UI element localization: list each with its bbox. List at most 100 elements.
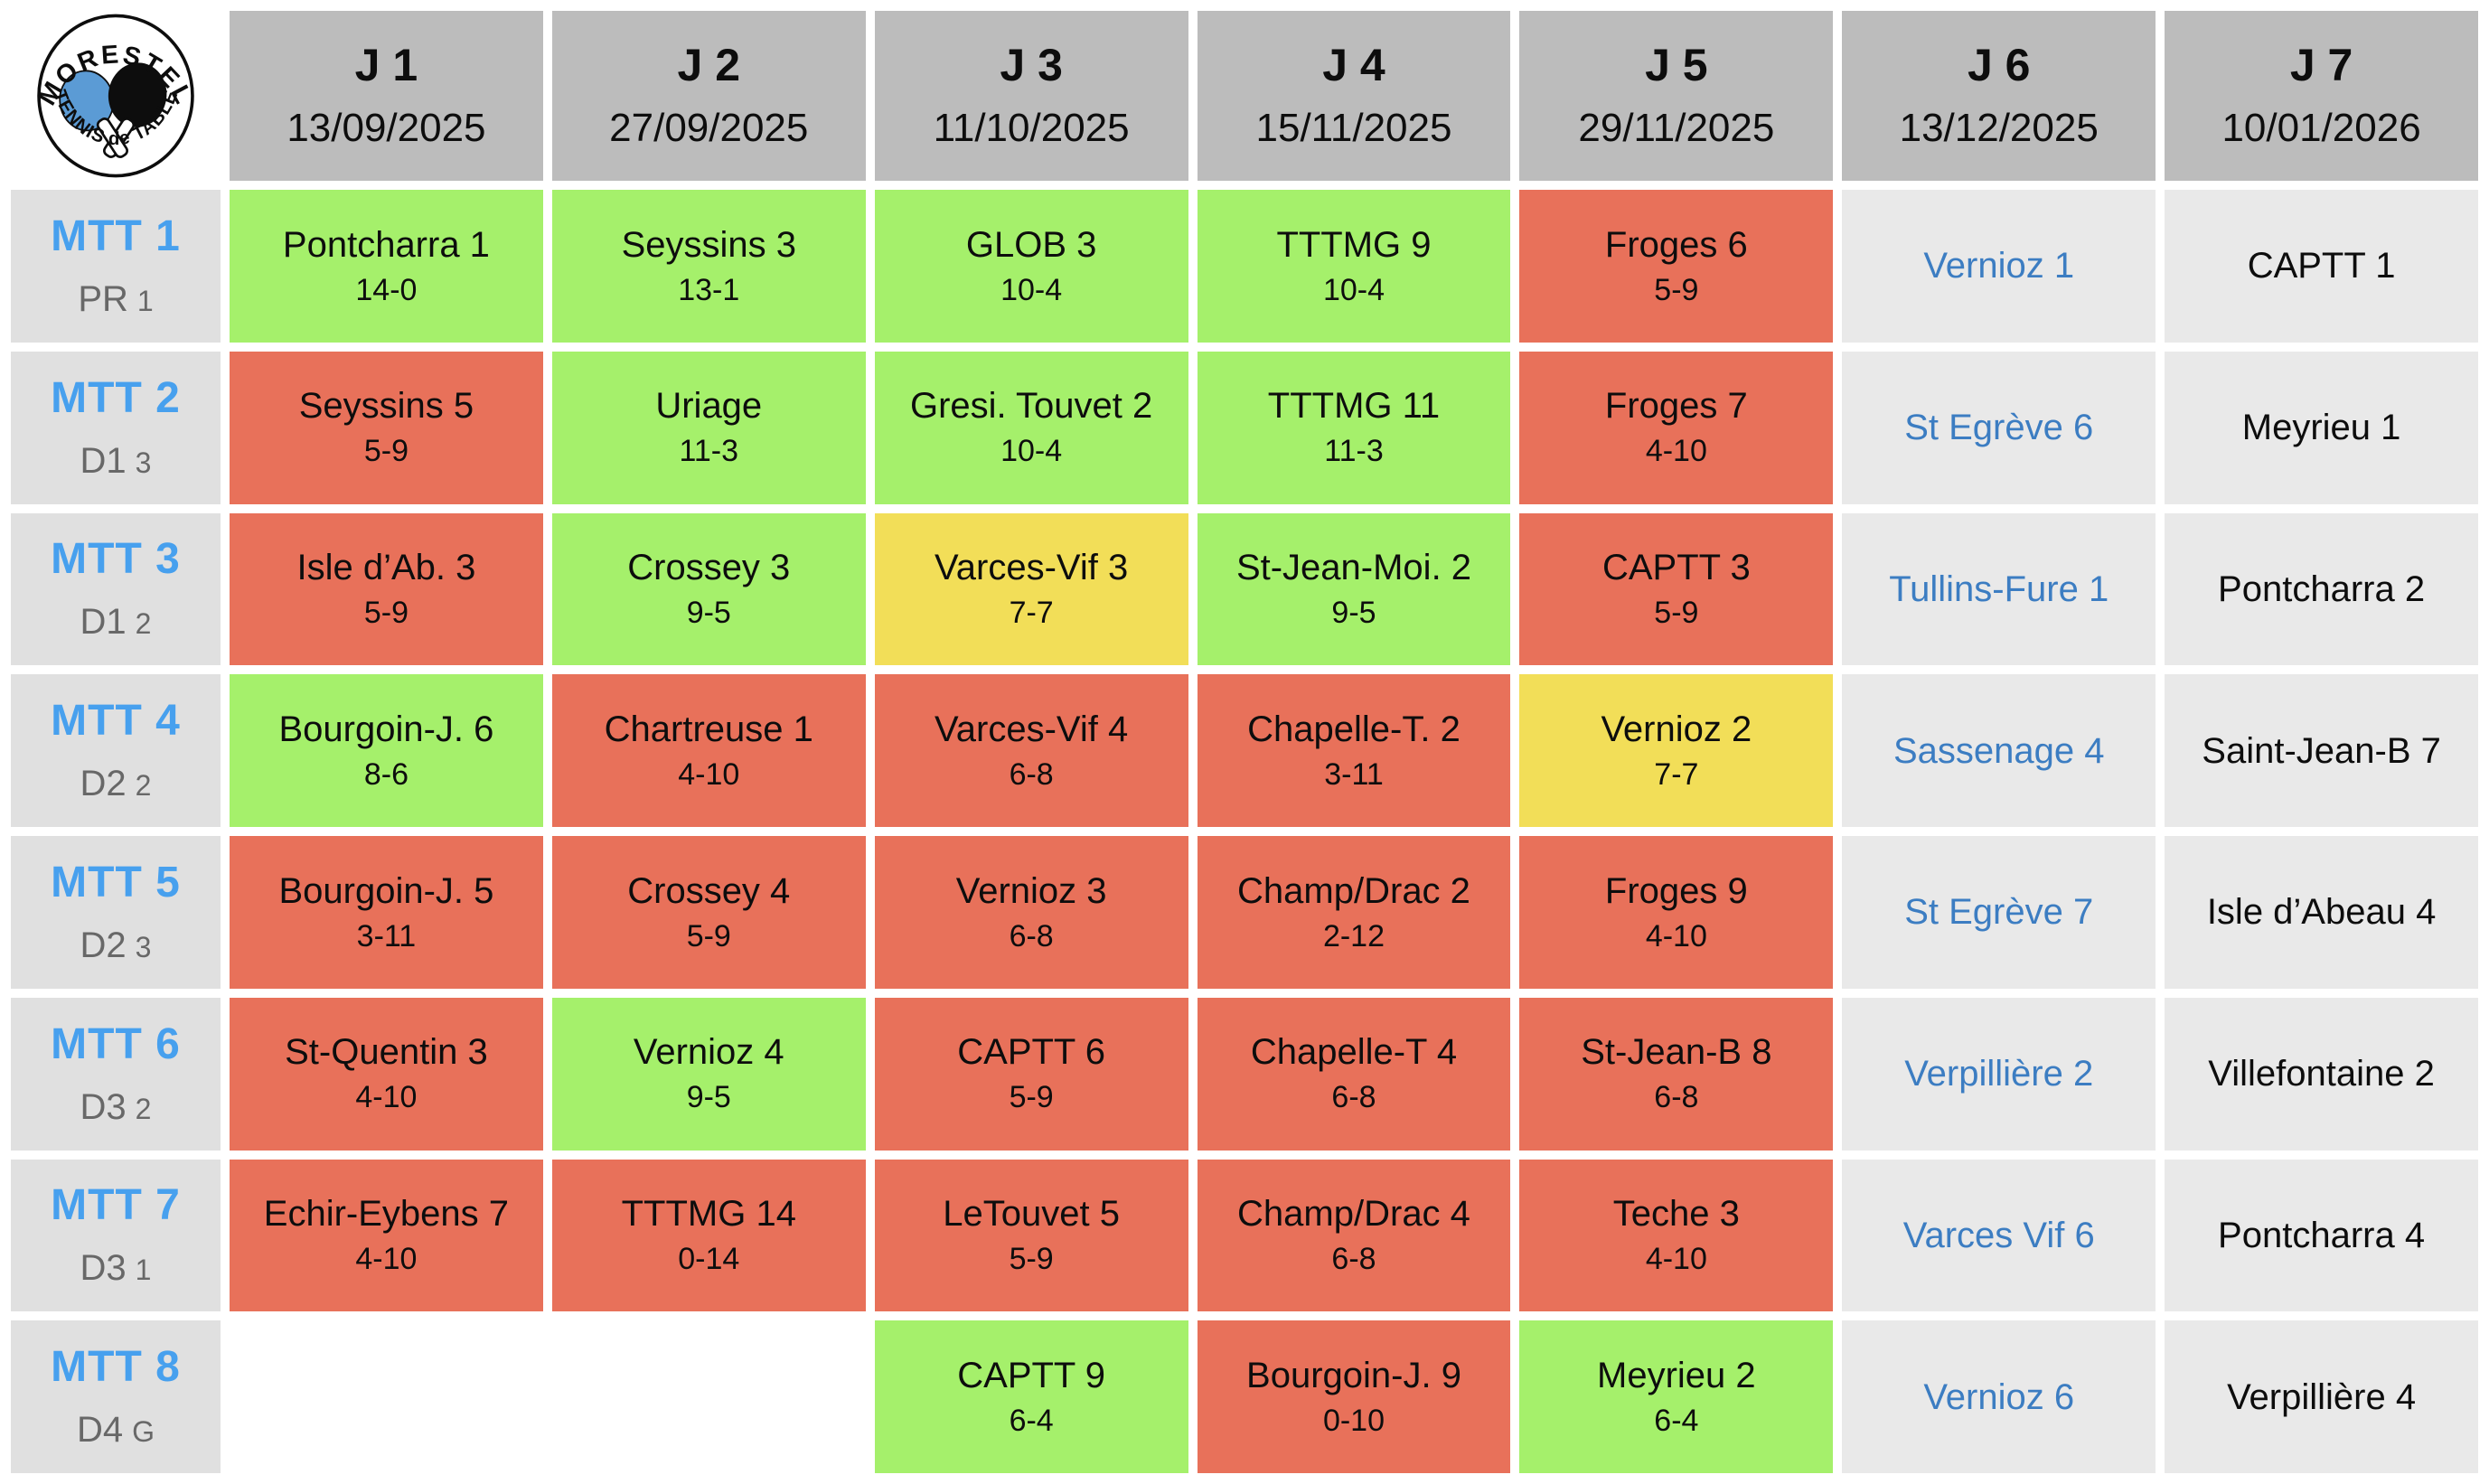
match-score: 2-12 — [1322, 918, 1385, 953]
match-score: 10-4 — [1000, 434, 1063, 469]
opponent-name: Chapelle-T 4 — [1250, 1032, 1458, 1073]
match-score: 7-7 — [1654, 756, 1699, 792]
match-score: 4-10 — [678, 756, 740, 792]
future-opponent-name: CAPTT 1 — [2247, 246, 2396, 286]
future-cell-j6: St Egrève 7 — [1842, 836, 2156, 989]
opponent-name: Isle d’Ab. 3 — [296, 548, 476, 588]
journey-label: J 5 — [1645, 40, 1708, 91]
opponent-name: CAPTT 9 — [957, 1355, 1105, 1395]
match-score: 5-9 — [363, 596, 409, 631]
opponent-name: Echir-Eybens 7 — [263, 1194, 510, 1235]
division-group: 2 — [135, 769, 152, 803]
opponent-name: Crossey 4 — [627, 870, 791, 911]
team-name: MTT 1 — [51, 211, 181, 260]
opponent-name: Champ/Drac 2 — [1237, 870, 1470, 911]
match-score: 5-9 — [1654, 596, 1699, 631]
opponent-name: GLOB 3 — [965, 224, 1097, 265]
opponent-name: Bourgoin-J. 6 — [278, 709, 494, 749]
future-cell-j6: Varces Vif 6 — [1842, 1159, 2156, 1312]
journey-label: J 4 — [1322, 40, 1385, 91]
result-cell-loss: Chartreuse 1 4-10 — [551, 674, 866, 827]
match-score: 9-5 — [1331, 596, 1376, 631]
blue-paddle-handle-icon — [96, 117, 128, 158]
result-cell-empty — [552, 1320, 866, 1473]
future-opponent-name: Vernioz 1 — [1923, 246, 2075, 286]
match-score: 5-9 — [686, 918, 731, 953]
team-name: MTT 3 — [51, 535, 181, 584]
division-name: D1 — [80, 602, 127, 643]
match-score: 10-4 — [1000, 272, 1063, 307]
future-cell-j7: Verpillière 4 — [2165, 1320, 2478, 1473]
match-score: 7-7 — [1009, 596, 1054, 631]
division-group: 2 — [135, 607, 152, 641]
match-score: 5-9 — [1009, 1242, 1054, 1277]
match-score: 3-11 — [1324, 756, 1384, 792]
match-score: 5-9 — [1009, 1080, 1054, 1115]
match-score: 8-6 — [363, 756, 409, 792]
journey-label: J 2 — [677, 40, 741, 91]
header-cell-j4: J 4 15/11/2025 — [1197, 11, 1511, 181]
opponent-name: Vernioz 2 — [1601, 709, 1752, 749]
match-score: 0-14 — [678, 1242, 740, 1277]
match-score: 3-11 — [356, 918, 417, 953]
future-cell-j6: Sassenage 4 — [1842, 674, 2156, 827]
opponent-name: Seyssins 5 — [298, 386, 474, 427]
result-cell-draw: Vernioz 2 7-7 — [1519, 674, 1834, 827]
future-opponent-name: Pontcharra 4 — [2218, 1215, 2426, 1255]
match-score: 4-10 — [1645, 918, 1707, 953]
opponent-name: LeTouvet 5 — [943, 1194, 1120, 1235]
division-name: PR — [78, 278, 128, 319]
opponent-name: Varces-Vif 3 — [935, 548, 1129, 588]
division-group: 2 — [135, 1092, 152, 1125]
journey-label: J 3 — [1000, 40, 1063, 91]
opponent-name: St-Jean-B 8 — [1581, 1032, 1772, 1073]
opponent-name: TTTMG 14 — [621, 1194, 796, 1235]
future-opponent-name: Verpillière 2 — [1904, 1054, 2094, 1094]
opponent-name: Uriage — [655, 386, 763, 427]
opponent-name: Pontcharra 1 — [282, 224, 490, 265]
opponent-name: Chartreuse 1 — [604, 709, 813, 749]
opponent-name: Varces-Vif 4 — [935, 709, 1129, 749]
result-cell-empty — [230, 1320, 543, 1473]
black-paddle-icon — [108, 62, 167, 127]
match-score: 10-4 — [1322, 272, 1385, 307]
opponent-name: Vernioz 3 — [955, 870, 1107, 911]
journey-date: 13/12/2025 — [1899, 106, 2099, 151]
future-opponent-name: Sassenage 4 — [1893, 730, 2105, 771]
match-score: 14-0 — [355, 272, 418, 307]
future-cell-j6: Verpillière 2 — [1842, 997, 2156, 1151]
result-cell-win: GLOB 3 10-4 — [874, 190, 1188, 343]
division-name: D3 — [80, 1086, 127, 1127]
match-score: 5-9 — [363, 434, 409, 469]
future-opponent-name: Pontcharra 2 — [2218, 568, 2426, 609]
opponent-name: Champ/Drac 4 — [1237, 1194, 1470, 1235]
journey-date: 15/11/2025 — [1255, 106, 1452, 151]
